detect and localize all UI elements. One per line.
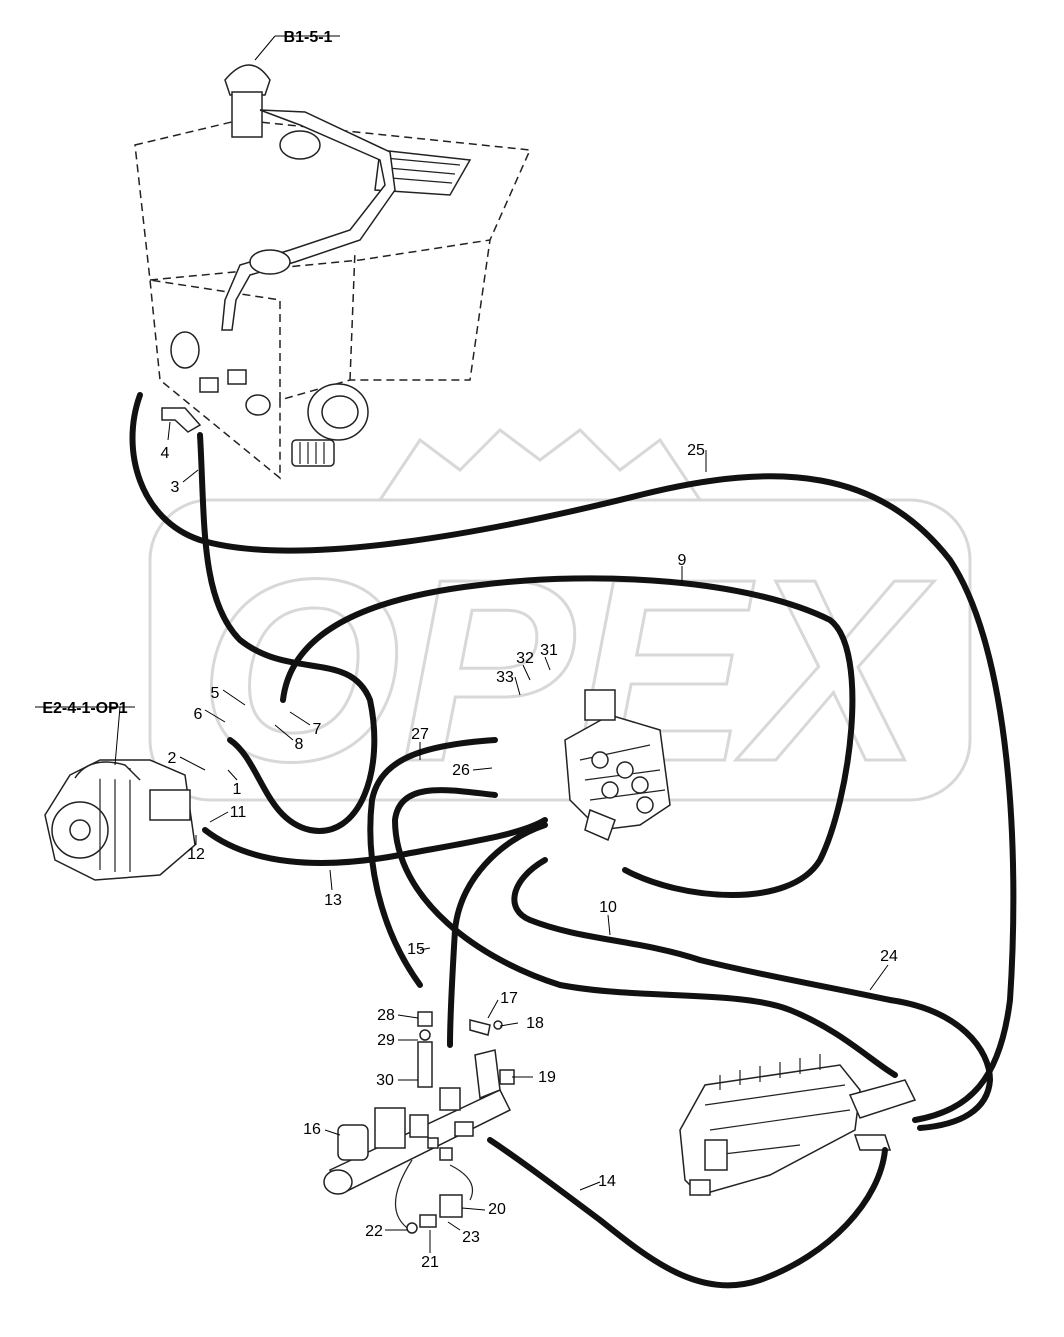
- callout-25: 25: [687, 442, 705, 459]
- lower-control-valve: [679, 1054, 917, 1196]
- return-manifold: [323, 1011, 515, 1234]
- callout-15: 15: [407, 941, 425, 958]
- hydraulic-tank: [134, 64, 532, 480]
- reference-label-tank: B1-5-1: [284, 29, 333, 46]
- callout-16: 16: [303, 1121, 321, 1138]
- watermark-text: OPEX: [199, 526, 935, 816]
- callout-12: 12: [187, 846, 205, 863]
- callout-19: 19: [538, 1069, 556, 1086]
- callout-8: 8: [295, 736, 304, 753]
- callout-32: 32: [516, 650, 534, 667]
- callout-2: 2: [168, 750, 177, 767]
- callout-24: 24: [880, 948, 898, 965]
- callout-30: 30: [376, 1072, 394, 1089]
- callout-17: 17: [500, 990, 518, 1007]
- upper-control-valve: [564, 689, 671, 842]
- callout-13: 13: [324, 892, 342, 909]
- callout-3: 3: [171, 479, 180, 496]
- callout-22: 22: [365, 1223, 383, 1240]
- callout-5: 5: [211, 685, 220, 702]
- callout-28: 28: [377, 1007, 395, 1024]
- callout-33: 33: [496, 669, 514, 686]
- callout-21: 21: [421, 1254, 439, 1271]
- callout-27: 27: [411, 726, 429, 743]
- callout-20: 20: [488, 1201, 506, 1218]
- callout-23: 23: [462, 1229, 480, 1246]
- callout-6: 6: [194, 706, 203, 723]
- callout-26: 26: [452, 762, 470, 779]
- callout-11: 11: [230, 804, 247, 821]
- callout-29: 29: [377, 1032, 395, 1049]
- main-pump: [44, 759, 196, 881]
- callout-9: 9: [678, 552, 687, 569]
- hoses: [129, 392, 1017, 1289]
- leader-lines: [35, 35, 889, 1253]
- callout-14: 14: [598, 1173, 616, 1190]
- reference-label-pump: E2-4-1-OP1: [42, 700, 127, 717]
- callout-31: 31: [540, 642, 558, 659]
- callout-10: 10: [599, 899, 617, 916]
- callout-7: 7: [313, 721, 322, 738]
- callout-1: 1: [233, 781, 242, 798]
- callout-18: 18: [526, 1015, 544, 1032]
- callout-4: 4: [161, 445, 170, 462]
